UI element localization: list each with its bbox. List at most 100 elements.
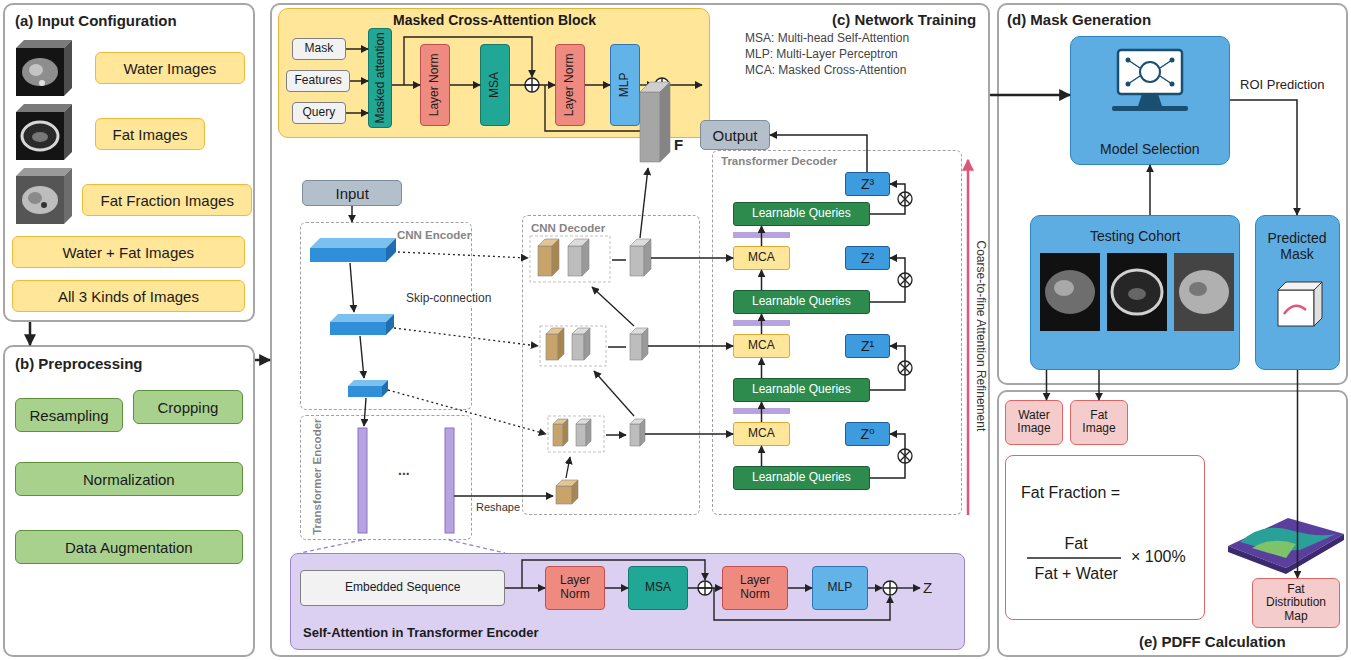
node-text: Input [336, 185, 369, 202]
drawing-polygon [640, 82, 670, 92]
fat-surface [1228, 518, 1344, 574]
drawing-ellipse [1112, 270, 1162, 314]
drawing-polygon [630, 419, 645, 424]
connector [761, 314, 763, 334]
drawing-polygon [568, 239, 589, 246]
annotation-label: MSA: Multi-head Self-Attention [745, 32, 909, 46]
drawing-path [592, 287, 634, 326]
query-box: Learnable Queries [733, 202, 870, 226]
drawing-path [645, 258, 700, 434]
connector [870, 346, 905, 390]
drawing-path [594, 371, 634, 416]
node-text: Self-Attention in Transformer Encoder [303, 626, 538, 641]
drawing-path [1027, 557, 1121, 559]
drawing-path [566, 457, 570, 478]
drawing-path [360, 336, 364, 378]
connector [585, 84, 610, 86]
drawing-path [900, 451, 910, 461]
drawing-circle [655, 78, 669, 92]
node-text: Resampling [30, 407, 109, 424]
node-text: Z³ [861, 176, 874, 192]
drawing-rect [553, 424, 563, 446]
node-text: Layer Norm [727, 574, 783, 602]
connector [700, 257, 733, 259]
drawing-path [1284, 306, 1306, 314]
node-text: (d) Mask Generation [1007, 11, 1151, 28]
drawing-polygon [640, 419, 645, 446]
node-text: Fat Fraction = [1021, 484, 1120, 502]
node-text: Water Images [124, 60, 217, 77]
drawing-polygon [572, 328, 590, 334]
node-text: MCA [748, 427, 775, 441]
image-box: Fat Image [1070, 400, 1128, 445]
attention-box: Masked attention [368, 28, 392, 128]
drawing-polygon [630, 239, 651, 246]
node-text: Normalization [83, 471, 175, 488]
node-text: Layer Norm [550, 574, 600, 602]
module-group-box: Transformer DecoderZ³Learnable QueriesMC… [712, 150, 962, 515]
drawing-rect [733, 232, 790, 238]
connector [1098, 370, 1100, 400]
node-text: Transformer Decoder [721, 155, 837, 168]
drawing-rect [540, 326, 606, 366]
drawing-path [404, 37, 532, 85]
connector [450, 84, 480, 86]
image-box: Fat Distribution Map [1252, 578, 1340, 628]
input-type-box: Fat Fraction Images [82, 184, 252, 216]
drawing-circle [1170, 58, 1175, 63]
drawing-rect [630, 334, 642, 360]
drawing-rect [358, 428, 367, 533]
node-text: Embedded Sequence [345, 581, 460, 595]
drawing-rect [576, 424, 586, 446]
query-box: Learnable Queries [733, 378, 870, 402]
node-text: (c) Network Training [832, 11, 976, 28]
drawing-path [655, 78, 669, 92]
drawing-polygon [584, 328, 590, 360]
node-text: MSA [488, 72, 502, 98]
node-text: Predicted Mask [1260, 230, 1335, 262]
annotation-label: MLP: Multi-Layer Perceptron [745, 48, 898, 62]
image-box: Water Image [1005, 400, 1063, 445]
layer-norm-box: Layer Norm [545, 566, 605, 610]
drawing-path [967, 160, 970, 515]
node-text: Layer Norm [563, 54, 577, 117]
connector [990, 94, 1070, 97]
connector [346, 48, 368, 50]
drawing-ellipse [1128, 288, 1146, 300]
node-text: Learnable Queries [752, 207, 851, 221]
drawing-rect [640, 92, 660, 162]
drawing-ellipse [32, 132, 48, 142]
drawing-rect [572, 334, 584, 360]
node-text: Masked Cross-Attention Block [393, 12, 596, 28]
drawing-circle [898, 273, 912, 287]
io-box: Output [700, 120, 770, 150]
drawing-path [698, 581, 712, 595]
drawing-path [900, 194, 910, 204]
node-text: × 100% [1131, 548, 1186, 566]
process-box: Model Selection [1070, 36, 1230, 165]
connector [1230, 100, 1297, 215]
process-box: Testing Cohort [1030, 215, 1240, 370]
annotation-label: F [674, 136, 683, 153]
mask-output-box: Z² [845, 246, 890, 270]
connector [1046, 370, 1048, 400]
connector [29, 322, 32, 345]
mri-cube [16, 104, 72, 160]
drawing-polygon [386, 238, 396, 262]
node-text: MCA [748, 339, 775, 353]
connector [870, 258, 905, 302]
mask-cube [1278, 282, 1322, 326]
drawing-circle [898, 449, 912, 463]
mlp-box: MLP [610, 44, 640, 126]
preprocess-step-box: Data Augmentation [15, 530, 243, 564]
connector [1297, 370, 1299, 578]
drawing-path [1240, 528, 1336, 551]
drawing-polygon [556, 480, 578, 486]
drawing-path [640, 168, 648, 238]
drawing-ellipse [22, 186, 58, 214]
node-text: Learnable Queries [752, 295, 851, 309]
drawing-rect [1107, 253, 1167, 331]
node-text: All 3 Kinds of Images [58, 288, 199, 305]
drawing-rect [445, 428, 454, 533]
panel-frame: (e) PDFF CalculationWater ImageFat Image… [997, 390, 1348, 657]
